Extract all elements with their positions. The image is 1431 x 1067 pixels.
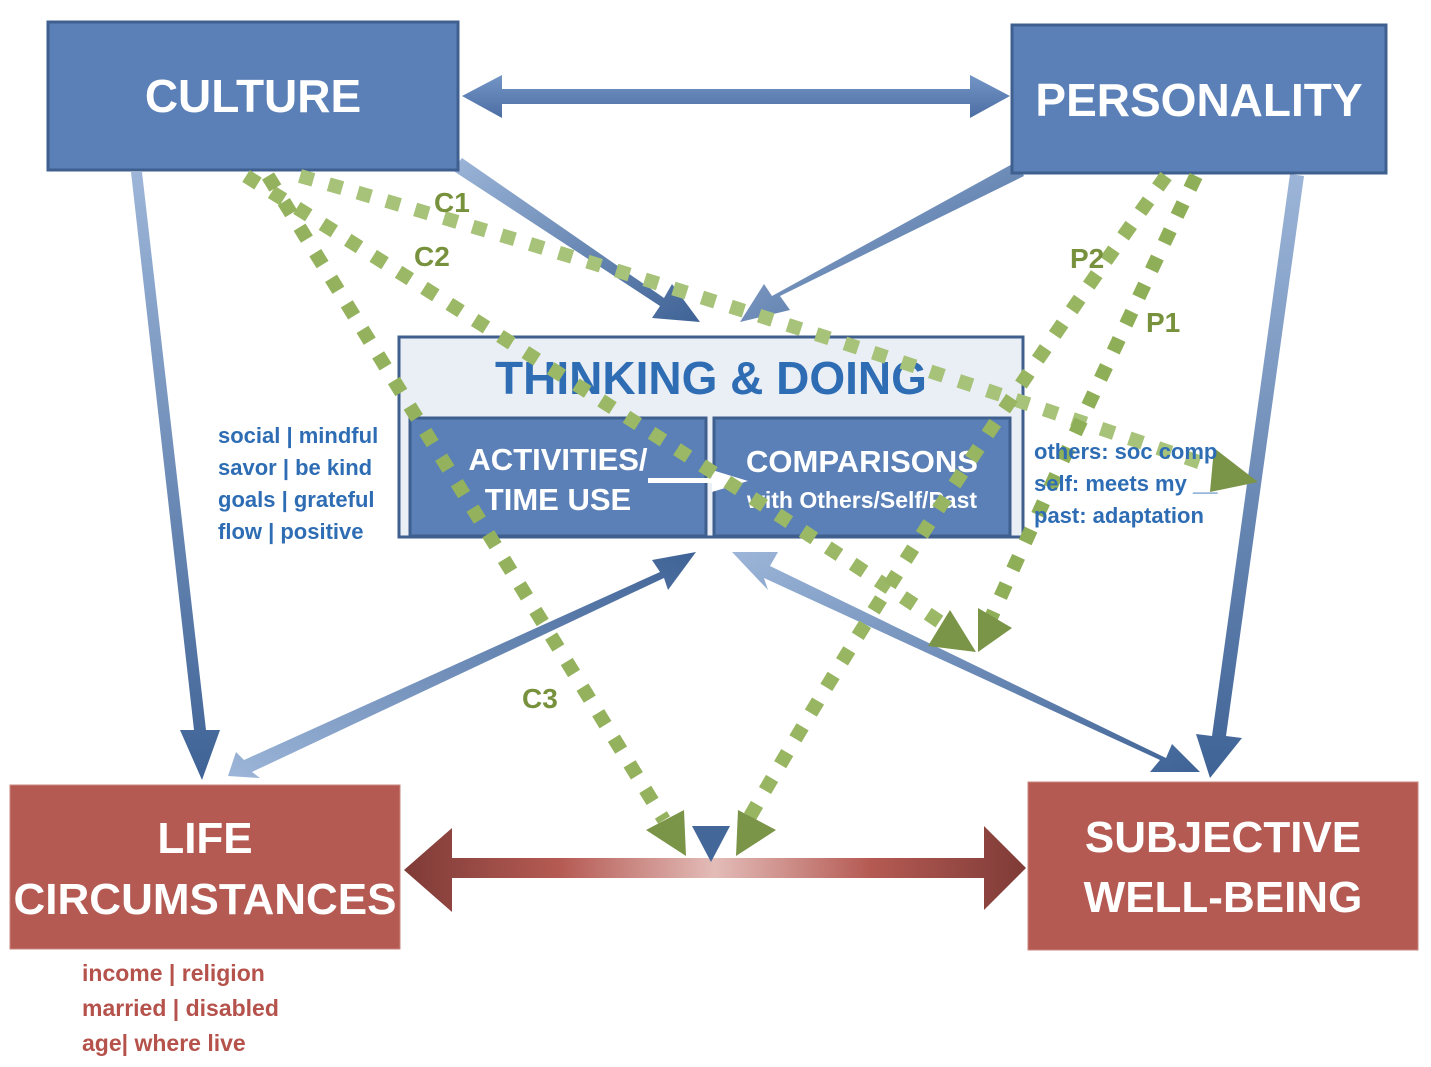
thinking-doing-label: THINKING & DOING (495, 352, 927, 404)
activities-label-line2: TIME USE (485, 482, 631, 517)
activity-example: flow | positive (218, 519, 364, 544)
activity-examples-list: social | mindful savor | be kind goals |… (218, 423, 378, 544)
path-p1 (741, 171, 1172, 824)
path-p2 (983, 172, 1203, 623)
activity-example: savor | be kind (218, 455, 372, 480)
comparison-example: self: meets my __ (1034, 471, 1218, 496)
c1-arrowhead (1210, 448, 1258, 492)
culture-to-thinking-arrow (452, 158, 700, 322)
path-c3 (262, 172, 670, 824)
label-p1: P1 (1146, 307, 1180, 338)
activity-example: social | mindful (218, 423, 378, 448)
personality-box[interactable]: PERSONALITY (1010, 23, 1388, 175)
label-c2: C2 (414, 241, 450, 272)
culture-box[interactable]: CULTURE (46, 20, 460, 172)
circumstance-example: income | religion (82, 960, 265, 986)
label-p2: P2 (1070, 243, 1104, 274)
comparison-example: others: soc comp (1034, 439, 1217, 464)
c3-arrowhead (646, 810, 686, 856)
circumstance-example: married | disabled (82, 995, 279, 1021)
circumstance-examples-list: income | religion married | disabled age… (82, 960, 279, 1056)
comparisons-label-line1: COMPARISONS (746, 444, 978, 479)
comparison-example: past: adaptation (1034, 503, 1204, 528)
activity-example: goals | grateful (218, 487, 375, 512)
personality-label: PERSONALITY (1035, 74, 1362, 126)
c2-arrowhead (928, 610, 976, 652)
activities-box[interactable]: ACTIVITIES/ TIME USE (408, 416, 708, 538)
life-thinking-arrow (228, 552, 696, 778)
path-c1 (298, 169, 1225, 477)
wellbeing-line2: WELL-BEING (1084, 873, 1363, 922)
culture-personality-arrow (462, 75, 1010, 118)
p1-arrowhead (736, 810, 776, 856)
thinking-to-outcome-dotted-arrow (692, 552, 730, 862)
subjective-wellbeing-box[interactable]: SUBJECTIVE WELL-BEING (1027, 781, 1419, 951)
p2-arrowhead (978, 608, 1012, 652)
personality-to-thinking-arrow (740, 162, 1024, 322)
life-wellbeing-arrow (404, 826, 1026, 912)
label-c1: C1 (434, 187, 470, 218)
life-circumstances-box[interactable]: LIFE CIRCUMSTANCES (9, 784, 401, 950)
life-circumstances-line2: CIRCUMSTANCES (14, 875, 397, 924)
comparison-examples-list: others: soc comp self: meets my __ past:… (1034, 439, 1218, 528)
culture-label: CULTURE (145, 70, 361, 122)
circumstance-example: age| where live (82, 1030, 246, 1056)
wellbeing-line1: SUBJECTIVE (1085, 813, 1361, 862)
culture-to-life-arrow (128, 172, 220, 780)
wellbeing-thinking-arrow (732, 552, 1200, 772)
label-c3: C3 (522, 683, 558, 714)
life-circumstances-line1: LIFE (157, 814, 252, 863)
activities-label-line1: ACTIVITIES/ (468, 442, 648, 477)
